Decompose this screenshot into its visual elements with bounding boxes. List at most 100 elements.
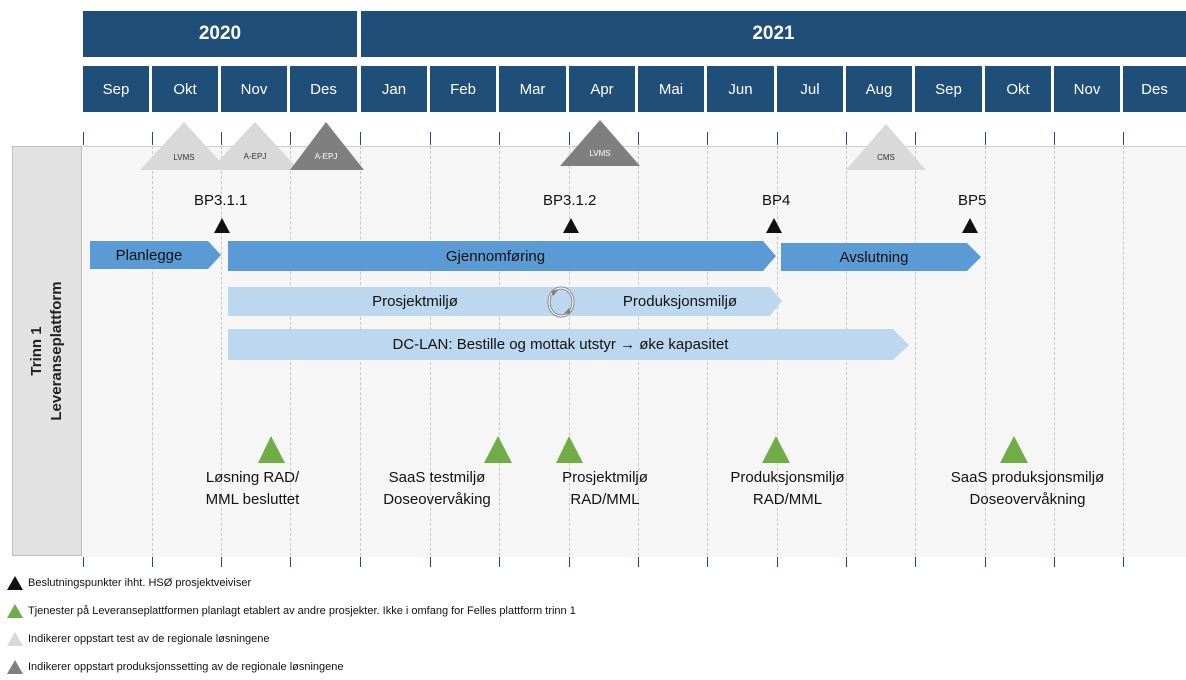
dclan-label: DC-LAN: Bestille og mottak utstyr → øke … — [392, 336, 729, 353]
service-triangle — [556, 436, 583, 463]
gridline — [1054, 146, 1055, 556]
marker-label: LVMS — [173, 153, 195, 162]
phase-label-planlegge: Planlegge — [115, 246, 183, 264]
year-label: 2021 — [752, 23, 795, 44]
month-label: Des — [1141, 80, 1168, 98]
service-label: Løsning RAD/ MML besluttet — [165, 467, 340, 511]
legend-text: Indikerer oppstart test av de regionale … — [28, 633, 270, 645]
service-label-line: Doseovervåking — [383, 491, 491, 508]
gridline — [985, 146, 986, 556]
bottom-tick — [152, 557, 153, 567]
timeline-tick — [83, 132, 84, 145]
month-label: Jul — [800, 80, 820, 98]
marker-test-triangle — [846, 124, 926, 170]
month-feb-2021: Feb — [430, 66, 496, 112]
bottom-tick — [360, 557, 361, 567]
marker-production-triangle — [560, 120, 640, 166]
service-label-line: Prosjektmiljø — [562, 469, 648, 486]
month-aug-2021: Aug — [846, 66, 912, 112]
month-okt-2020: Okt — [152, 66, 218, 112]
timeline-tick — [290, 132, 291, 145]
bottom-tick — [499, 557, 500, 567]
service-label-line: SaaS testmiljø — [388, 469, 486, 486]
marker-label: A-EPJ — [314, 152, 338, 161]
timeline-tick — [569, 132, 570, 145]
timeline-tick — [1054, 132, 1055, 145]
legend-text: Tjenester på Leveranseplattformen planla… — [28, 605, 576, 617]
light-grey-triangle-icon — [7, 632, 23, 646]
year-label: 2020 — [198, 23, 242, 44]
month-mai-2021: Mai — [638, 66, 704, 112]
timeline-tick — [985, 132, 986, 145]
project-sidebar: Trinn 1 Leveranseplattform — [12, 146, 82, 556]
month-label: Aug — [865, 80, 893, 98]
service-triangle — [484, 436, 512, 463]
gridline — [1123, 146, 1124, 556]
month-apr-2021: Apr — [569, 66, 635, 112]
legend-text: Beslutningspunkter ihht. HSØ prosjektvei… — [28, 577, 252, 589]
decision-point-label: BP5 — [958, 192, 987, 209]
service-label: SaaS testmiljø Doseovervåking — [352, 467, 522, 511]
phase-label-avslutning: Avslutning — [839, 248, 909, 266]
decision-point-label: BP3.1.2 — [543, 192, 597, 209]
bottom-tick — [569, 557, 570, 567]
bottom-tick — [707, 557, 708, 567]
marker-label: LVMS — [589, 149, 611, 158]
cycle-icon — [547, 286, 575, 318]
month-label: Okt — [173, 80, 197, 98]
month-label: Sep — [102, 80, 130, 98]
month-label: Jan — [381, 80, 407, 98]
environment-arrow — [228, 287, 782, 316]
service-triangle — [1000, 436, 1028, 463]
month-sep-2021: Sep — [915, 66, 982, 112]
bottom-tick — [985, 557, 986, 567]
month-jul-2021: Jul — [777, 66, 843, 112]
gridline — [915, 146, 916, 556]
month-jan-2021: Jan — [361, 66, 427, 112]
legend-item-test-start: Indikerer oppstart test av de regionale … — [6, 630, 270, 648]
timeline-tick — [707, 132, 708, 145]
service-label: Prosjektmiljø RAD/MML — [530, 467, 680, 511]
timeline-tick — [846, 132, 847, 145]
timeline-tick — [638, 132, 639, 145]
phase-arrow-gjennomforing — [228, 241, 776, 271]
phase-arrow-planlegge — [90, 241, 221, 269]
bottom-tick — [638, 557, 639, 567]
timeline-tick — [499, 132, 500, 145]
decision-point-label: BP3.1.1 — [194, 192, 248, 209]
month-mar-2021: Mar — [499, 66, 566, 112]
year-2021: 2021 — [361, 11, 1186, 57]
service-label-line: RAD/MML — [752, 491, 823, 508]
service-label-line: MML besluttet — [205, 491, 300, 508]
month-jun-2021: Jun — [707, 66, 774, 112]
black-triangle-icon — [7, 576, 23, 590]
month-label: Feb — [450, 80, 476, 98]
bottom-tick — [846, 557, 847, 567]
month-label: Mar — [519, 80, 546, 98]
month-label: Apr — [590, 80, 614, 98]
environment-label-prosjektmiljo: Prosjektmiljø — [372, 293, 458, 310]
bottom-tick — [1054, 557, 1055, 567]
marker-label: CMS — [877, 153, 895, 162]
month-nov-2020: Nov — [221, 66, 287, 112]
decision-point-triangle — [563, 218, 579, 233]
timeline-tick — [221, 132, 222, 145]
marker-test-triangle — [140, 122, 228, 170]
month-label: Des — [310, 80, 337, 98]
marker-production-triangle — [290, 122, 364, 170]
phase-label-gjennomforing: Gjennomføring — [445, 247, 546, 265]
month-label: Nov — [1073, 80, 1101, 98]
decision-point-triangle — [962, 218, 978, 233]
timeline-tick — [360, 132, 361, 145]
month-label: Nov — [240, 80, 268, 98]
bottom-tick — [221, 557, 222, 567]
decision-point-triangle — [766, 218, 782, 233]
decision-point-triangle — [214, 218, 230, 233]
service-label-line: Produksjonsmiljø — [730, 469, 845, 486]
dark-grey-triangle-icon — [7, 660, 23, 674]
month-label: Okt — [1006, 80, 1030, 98]
service-label-line: Løsning RAD/ — [205, 469, 300, 486]
dclan-arrow — [228, 329, 909, 360]
legend-item-production-start: Indikerer oppstart produksjonssetting av… — [6, 658, 344, 676]
